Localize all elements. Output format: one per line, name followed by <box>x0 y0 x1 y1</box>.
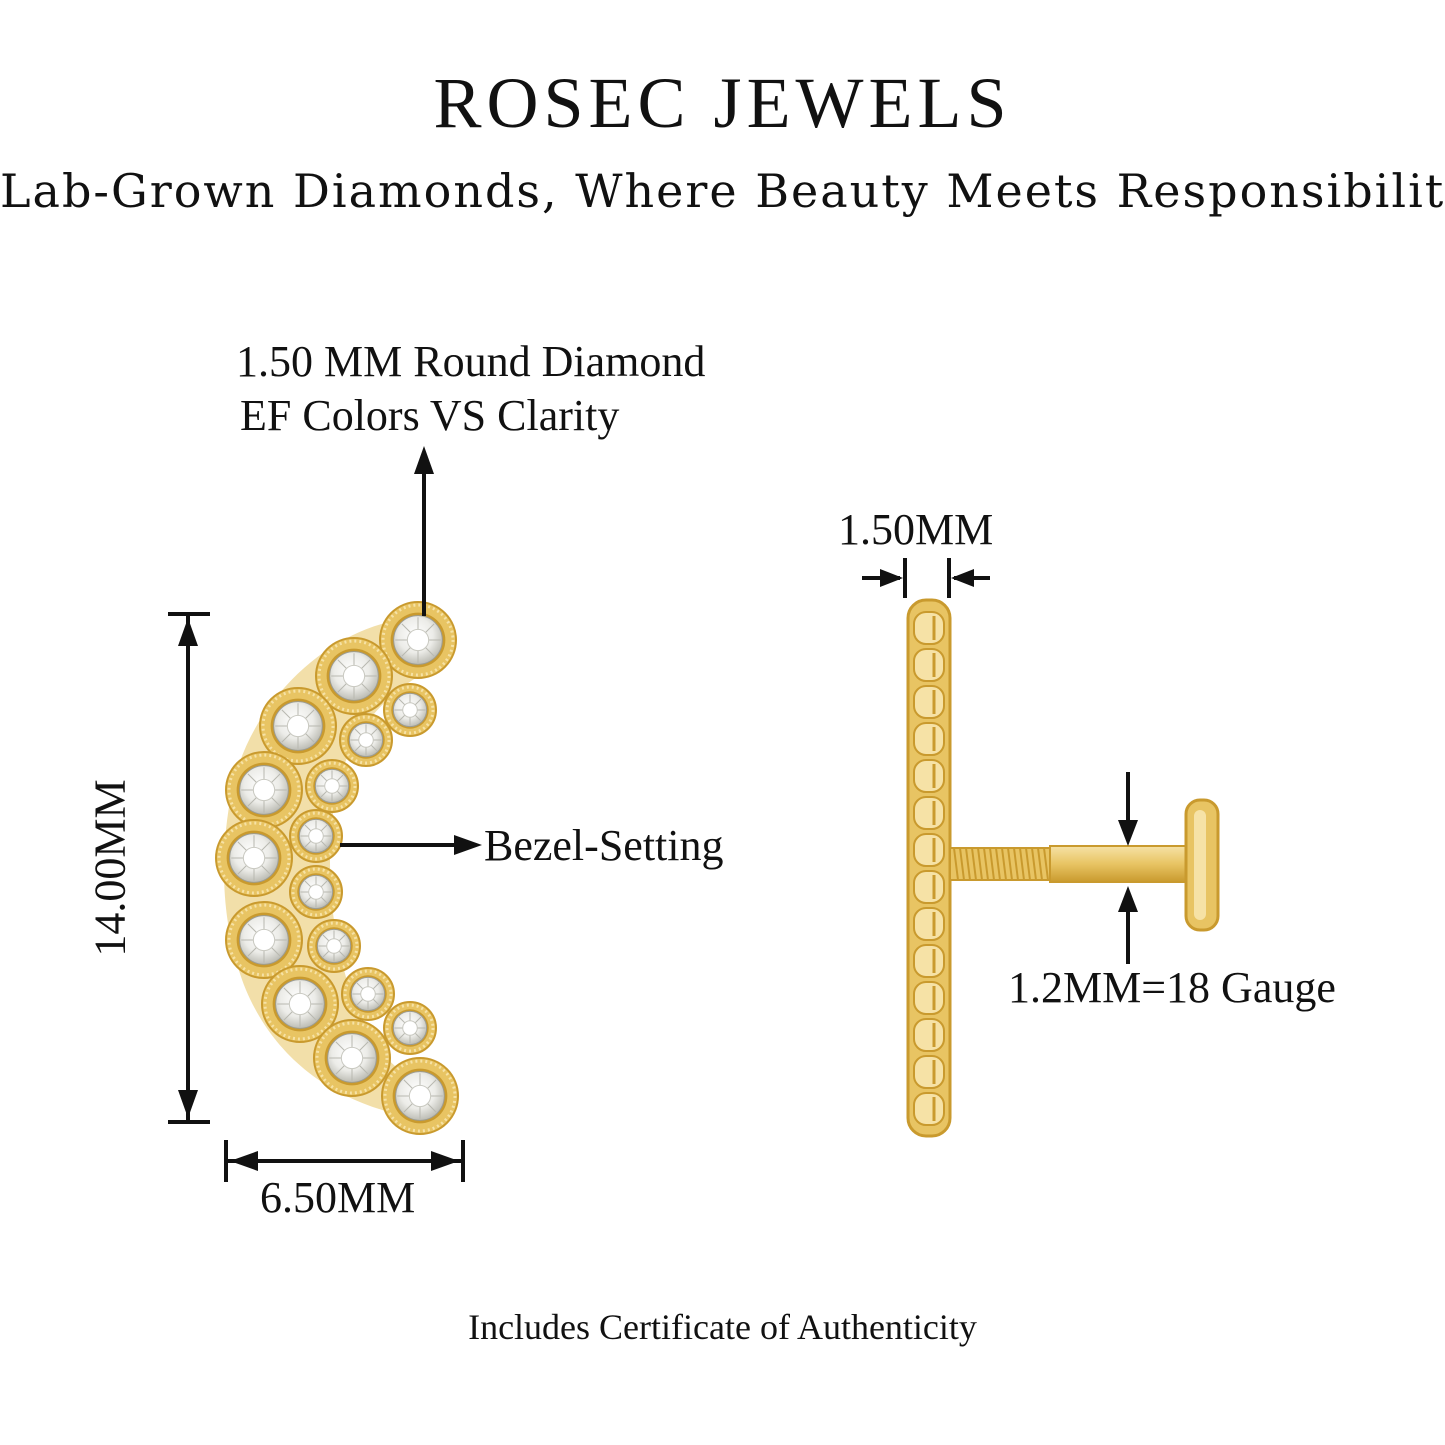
bezel-stone <box>261 965 339 1043</box>
bezel-setting-label: Bezel-Setting <box>484 821 724 870</box>
bezel-stone <box>289 809 343 863</box>
gauge-dimension <box>1118 772 1138 964</box>
bezel-stone <box>259 687 337 765</box>
certificate-note: Includes Certificate of Authenticity <box>468 1307 977 1347</box>
earring-front-view <box>215 601 459 1135</box>
diamond-callout-arrow <box>414 446 434 616</box>
bezel-stone <box>307 919 361 973</box>
bezel-stone <box>215 819 293 897</box>
bezel-stone <box>225 901 303 979</box>
diamond-spec-label-line1: 1.50 MM Round Diamond <box>236 337 706 386</box>
thickness-dimension <box>862 558 990 598</box>
thickness-label: 1.50MM <box>838 505 994 554</box>
bezel-stone <box>379 601 457 679</box>
height-label: 14.00MM <box>85 779 135 957</box>
bezel-stone <box>305 759 359 813</box>
bezel-stone <box>225 751 303 829</box>
bezel-stone <box>289 865 343 919</box>
width-dimension <box>224 1140 465 1182</box>
bezel-stone <box>313 1019 391 1097</box>
earring-side-view <box>906 598 1220 1138</box>
height-dimension <box>168 612 210 1124</box>
gauge-label: 1.2MM=18 Gauge <box>1008 963 1336 1012</box>
brand-tagline: Lab-Grown Diamonds, Where Beauty Meets R… <box>0 164 1445 218</box>
bezel-stone <box>341 967 395 1021</box>
bezel-stone <box>315 637 393 715</box>
bezel-stone <box>339 713 393 767</box>
width-label: 6.50MM <box>260 1173 416 1222</box>
diamond-spec-label-line2: EF Colors VS Clarity <box>240 391 620 440</box>
brand-title: ROSEC JEWELS <box>433 63 1012 143</box>
bezel-stone <box>383 683 437 737</box>
bezel-stone <box>383 1001 437 1055</box>
bezel-stone <box>381 1057 459 1135</box>
bezel-callout-arrow <box>340 835 482 855</box>
